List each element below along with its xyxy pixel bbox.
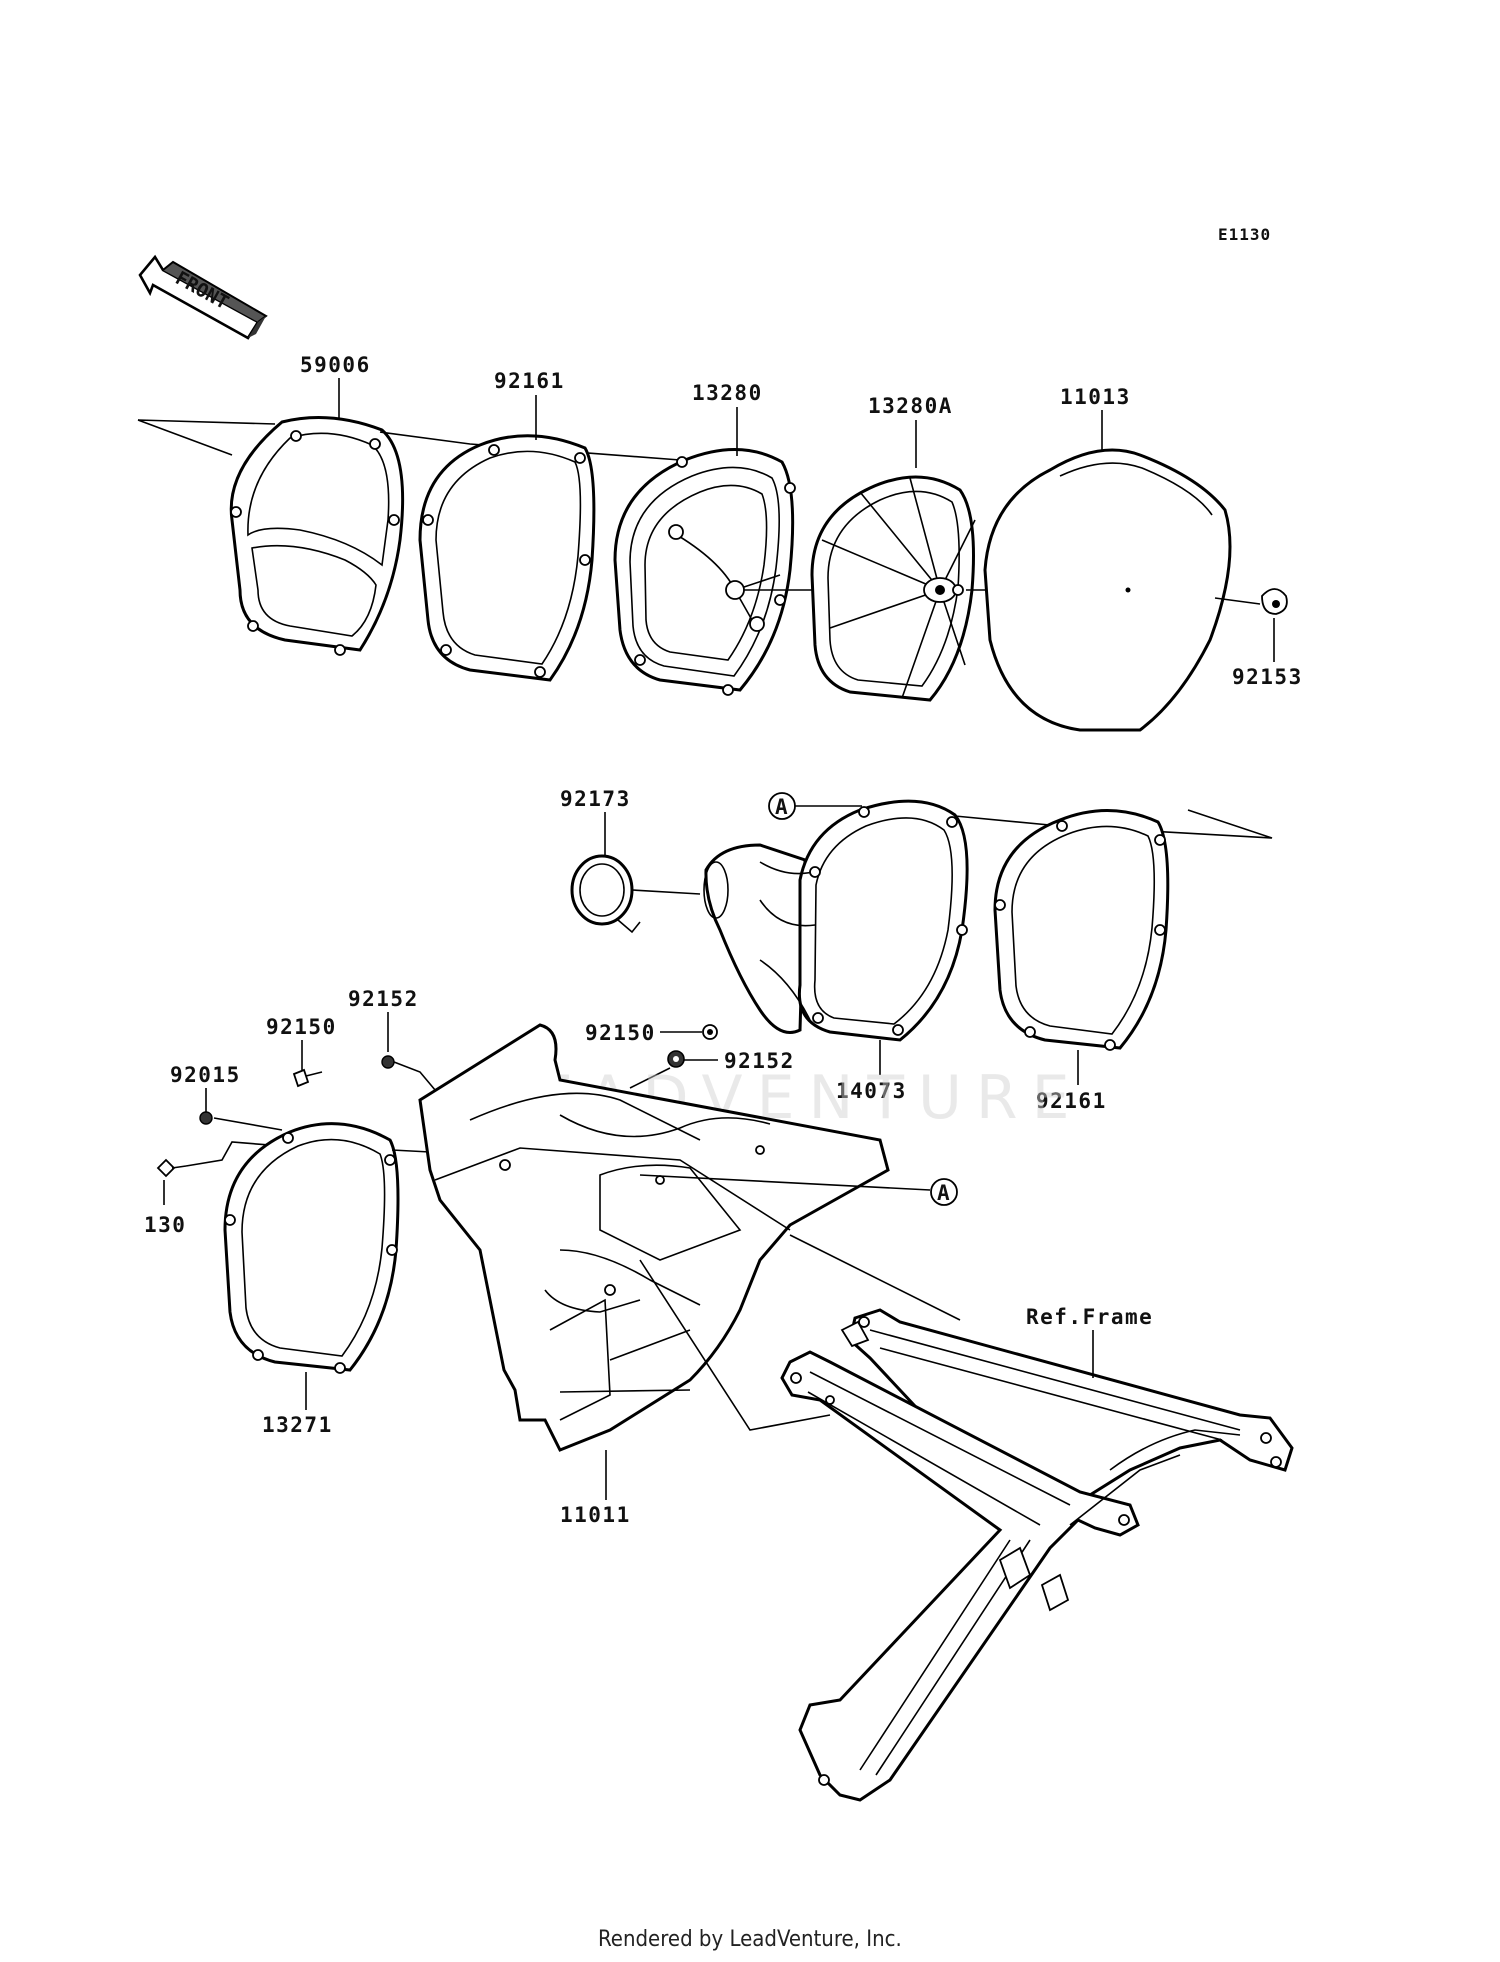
leader-line [185,1141,283,1167]
part-11013-filter [983,448,1232,732]
label-14073: 14073 [836,1079,907,1103]
label-92161-mid: 92161 [1036,1089,1107,1113]
label-13271: 13271 [262,1413,333,1437]
part-92015-nut [199,1111,213,1125]
leader-line [391,1149,431,1153]
footer-credit: Rendered by LeadVenture, Inc. [598,1927,902,1952]
label-92152-left: 92152 [348,987,419,1011]
front-arrow-icon [138,254,268,340]
diagram-code: E1130 [1218,225,1271,244]
part-130-bolt [156,1158,187,1178]
leader-line [213,1117,283,1131]
label-11013: 11013 [1060,385,1131,409]
leader-line [137,419,276,456]
part-92152-nut-mid [667,1050,685,1068]
part-92161-gasket-mid [993,808,1170,1051]
label-13280A: 13280A [868,394,953,418]
part-13280-holder [613,448,796,696]
label-92173: 92173 [560,787,631,811]
ref-marker-top-label: A [775,795,789,819]
part-13280A-cage [810,475,976,702]
leader-line [954,809,1273,839]
label-130: 130 [144,1213,186,1237]
leader-line [629,1067,671,1089]
label-92150-left: 92150 [266,1015,337,1039]
ref-marker-bottom-label: A [937,1181,951,1205]
part-92152-washer-left [381,1055,395,1069]
label-92161-top: 92161 [494,369,565,393]
ref-marker-bottom [930,1178,958,1206]
part-92161-gasket-top [418,434,596,682]
part-92150-bolt-left [292,1068,323,1088]
part-92173-clamp [570,854,641,934]
part-11011-case [418,1023,890,1452]
part-92150-bolt-mid [702,1024,718,1040]
leader-line [379,431,681,461]
leader-line [639,1174,931,1191]
part-59006-screen [229,416,405,656]
label-11011: 11011 [560,1503,631,1527]
leader-line [639,1259,831,1431]
label-59006: 59006 [300,353,371,377]
part-14073-duct [703,799,969,1042]
label-13280: 13280 [692,381,763,405]
part-92153-bolt [1214,588,1288,615]
part-ref-frame [780,1308,1294,1802]
label-92153: 92153 [1232,665,1303,689]
label-92150-mid: 92150 [585,1021,656,1045]
leader-line [631,889,701,895]
label-92015: 92015 [170,1063,241,1087]
label-92152-mid: 92152 [724,1049,795,1073]
leader-line [789,1234,961,1321]
part-13271-gasket [223,1122,400,1374]
label-ref-frame: Ref.Frame [1026,1305,1153,1329]
